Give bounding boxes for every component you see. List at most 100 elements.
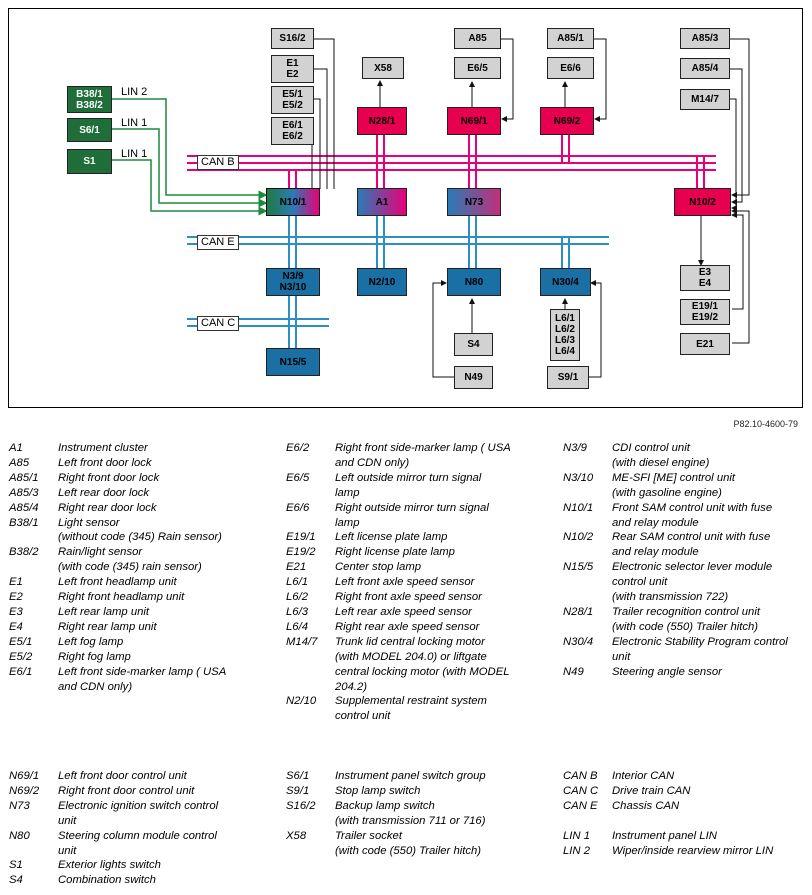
module-n10-2: N10/2 (674, 188, 731, 216)
legend-desc: Left fog lamp (58, 635, 124, 648)
signal-wires (311, 38, 750, 378)
legend-code: M14/7 (286, 635, 318, 648)
can-c-label: CAN C (197, 316, 240, 331)
module-e19: E19/1 E19/2 (680, 299, 730, 325)
legend-code: B38/1 (9, 516, 39, 529)
legend-desc: Backup lamp switch (with transmission 71… (335, 799, 486, 827)
legend-desc: Instrument cluster (58, 442, 148, 454)
module-n10-1: N10/1 (266, 188, 320, 216)
legend-desc: Rear SAM control unit with fuse and rela… (612, 531, 771, 559)
lin-2-label: LIN 2 (121, 86, 148, 98)
legend-desc: Drive train CAN (612, 784, 691, 797)
legend-item: CAN C Drive train CAN (563, 784, 808, 799)
module-b38: B38/1 B38/2 (67, 86, 112, 113)
legend-code: L6/1 (286, 576, 308, 589)
legend-item (563, 814, 808, 829)
legend-desc: Trailer socket (with code (550) Trailer … (335, 829, 482, 857)
can-e-label: CAN E (197, 235, 239, 250)
legend-code: E4 (9, 620, 23, 633)
legend-item: L6/2 Right front axle speed sensor (286, 590, 556, 605)
legend-desc: Instrument panel switch group (335, 770, 486, 782)
legend-desc: Instrument panel LIN (612, 829, 717, 842)
legend-desc: Left rear axle speed sensor (335, 605, 472, 618)
can-e-bus (187, 216, 609, 268)
module-e6-6: E6/6 (547, 57, 594, 79)
legend-desc: Front SAM control unit with fuse and rel… (612, 501, 773, 529)
legend-code: N73 (9, 799, 30, 812)
module-e6-5: E6/5 (454, 57, 501, 79)
legend-item: N10/1 Front SAM control unit with fuse an… (563, 501, 808, 531)
legend-desc: Right front axle speed sensor (335, 591, 482, 604)
legend-desc: Left rear lamp unit (58, 605, 150, 618)
legend-item: N80 Steering column module control unit (9, 829, 274, 859)
module-n15-5: N15/5 (266, 348, 320, 376)
legend-code: CAN B (563, 770, 598, 782)
legend-code: E1 (9, 576, 23, 589)
legend-code: X58 (286, 829, 307, 842)
legend-code: B38/2 (9, 546, 39, 559)
legend-desc: Trunk lid central locking motor (with MO… (335, 635, 510, 693)
legend-code: E6/5 (286, 471, 310, 484)
legend-desc: Exterior lights switch (58, 859, 161, 872)
legend-desc: Chassis CAN (612, 799, 680, 812)
module-s1: S1 (67, 149, 112, 174)
legend-code (563, 814, 612, 829)
legend-desc: Right rear lamp unit (58, 620, 157, 633)
legend-code: N3/10 (563, 471, 594, 484)
legend-code: CAN C (563, 784, 599, 797)
legend-code: N10/1 (563, 501, 594, 514)
legend-desc: Right license plate lamp (335, 546, 455, 559)
legend-desc: Steering column module control unit (58, 829, 217, 857)
legend-desc: Electronic selector lever module control… (612, 561, 773, 604)
legend-desc: Left front axle speed sensor (335, 576, 475, 589)
legend-item: M14/7 Trunk lid central locking motor (wi… (286, 635, 556, 695)
lin-1-label-2: LIN 1 (121, 148, 148, 160)
module-a85: A85 (454, 28, 501, 49)
module-a1: A1 (357, 188, 407, 216)
module-s16-2: S16/2 (271, 28, 314, 49)
legend-code: CAN E (563, 799, 598, 812)
legend-code: N49 (563, 665, 584, 678)
legend-desc: Right front side-marker lamp ( USA and C… (335, 442, 511, 469)
legend-code: S4 (9, 874, 23, 887)
module-n49: N49 (454, 366, 493, 389)
legend-desc: Stop lamp switch (335, 784, 421, 797)
legend-item: X58 Trailer socket (with code (550) Trail… (286, 829, 556, 859)
legend-code: L6/2 (286, 591, 308, 604)
legend-code: E21 (286, 561, 307, 574)
lin-wires (112, 98, 268, 216)
module-s4: S4 (454, 333, 493, 356)
legend-code: N3/9 (563, 442, 587, 454)
legend-code: N30/4 (563, 635, 594, 648)
module-e5: E5/1 E5/2 (271, 86, 314, 114)
legend-desc: CDI control unit (with diesel engine) (612, 442, 710, 469)
legend-item: E4 Right rear lamp unit (9, 620, 274, 635)
legend-code: N80 (9, 829, 30, 842)
legend-code: LIN 2 (563, 844, 591, 857)
legend-code: E5/2 (9, 650, 33, 663)
legend-code: E6/1 (9, 665, 33, 678)
legend-desc: Electronic Stability Program control uni… (612, 635, 788, 663)
legend-desc: Right front headlamp unit (58, 591, 185, 604)
